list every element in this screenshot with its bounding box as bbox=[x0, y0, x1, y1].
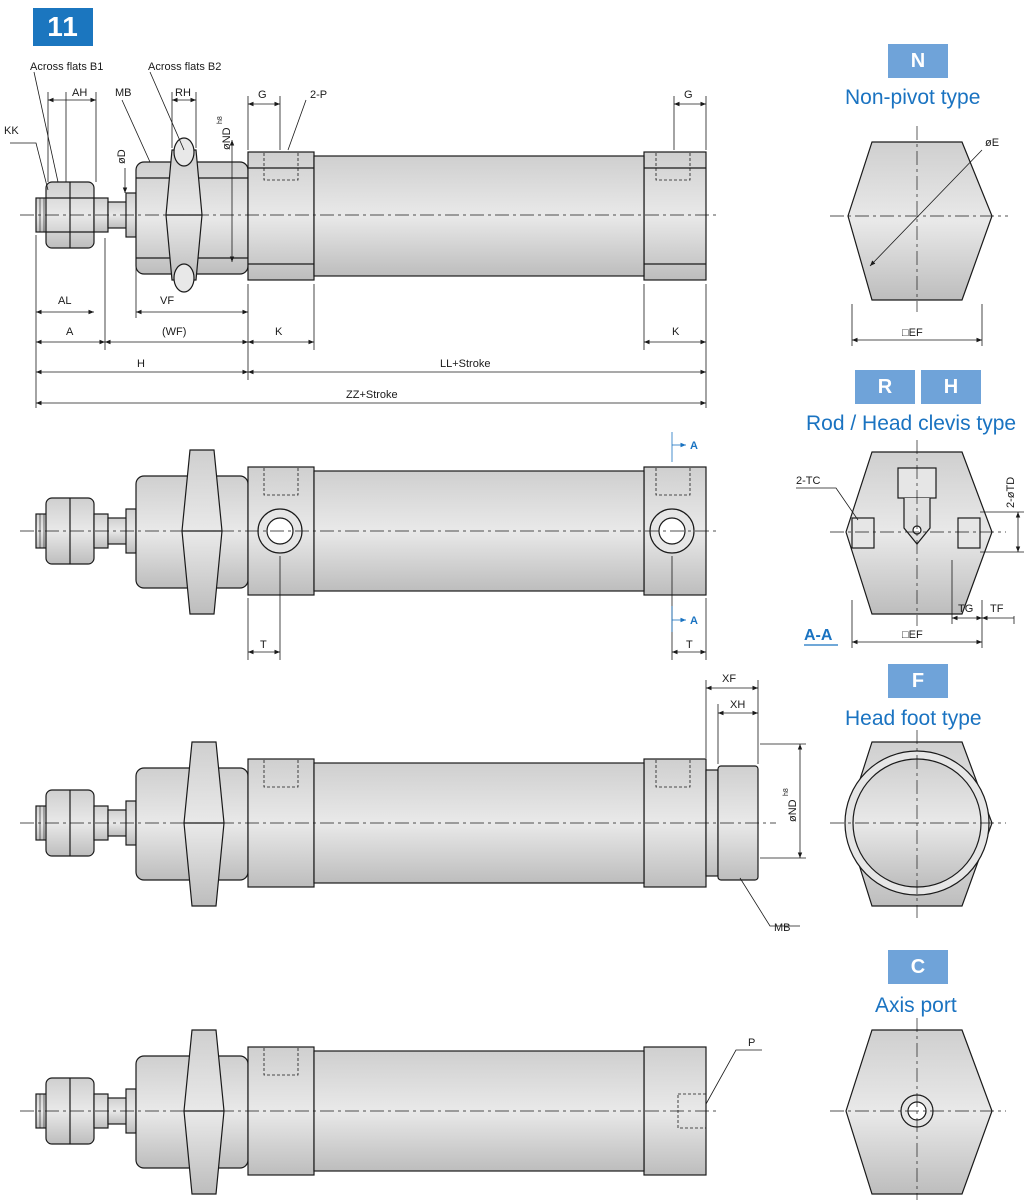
label-k-left: K bbox=[275, 326, 283, 338]
label-tg: TG bbox=[958, 603, 973, 615]
label-nd-foot-tolerance: h8 bbox=[783, 788, 790, 796]
label-across-flats-b1: Across flats B1 bbox=[30, 61, 103, 73]
label-zz-stroke: ZZ+Stroke bbox=[346, 389, 398, 401]
label-ah: AH bbox=[72, 87, 87, 99]
type-title-head-foot: Head foot type bbox=[845, 707, 982, 730]
label-g-right: G bbox=[684, 89, 693, 101]
page-number-badge: 11 bbox=[33, 8, 93, 46]
label-across-flats-b2: Across flats B2 bbox=[148, 61, 221, 73]
label-ef-n: □EF bbox=[902, 327, 923, 339]
label-2-td: 2-øTD bbox=[1005, 477, 1017, 508]
label-al: AL bbox=[58, 295, 71, 307]
dimensions-view-n bbox=[10, 71, 707, 408]
label-2-p: 2-P bbox=[310, 89, 327, 101]
type-badge-h: H bbox=[921, 370, 981, 404]
type-badge-r: R bbox=[855, 370, 915, 404]
type-badge-c: C bbox=[888, 950, 948, 984]
label-d: øD bbox=[116, 149, 128, 164]
label-xh: XH bbox=[730, 699, 745, 711]
type-title-clevis: Rod / Head clevis type bbox=[806, 412, 1017, 435]
label-rh: RH bbox=[175, 87, 191, 99]
type-title-axis-port: Axis port bbox=[875, 994, 957, 1017]
label-nd-tolerance: h8 bbox=[217, 116, 224, 124]
label-xf: XF bbox=[722, 673, 736, 685]
label-tf: TF bbox=[990, 603, 1004, 615]
type-title-non-pivot: Non-pivot type bbox=[845, 86, 981, 109]
end-view-head-foot bbox=[830, 730, 1006, 918]
label-mb: MB bbox=[115, 87, 132, 99]
label-section-a-top: A bbox=[690, 440, 698, 452]
label-t-right: T bbox=[686, 639, 693, 651]
dimensions-view-clevis bbox=[247, 432, 707, 660]
label-section-a-a: A-A bbox=[804, 627, 833, 644]
type-badge-f: F bbox=[888, 664, 948, 698]
label-nd: øND bbox=[221, 127, 233, 150]
label-kk: KK bbox=[4, 125, 19, 137]
cylinder-view-head-foot bbox=[20, 741, 776, 907]
label-t-left: T bbox=[260, 639, 267, 651]
cylinder-view-axis-port bbox=[20, 1029, 762, 1195]
label-k-right: K bbox=[672, 326, 680, 338]
label-p: P bbox=[748, 1037, 755, 1049]
cylinder-view-clevis bbox=[20, 449, 716, 615]
label-a: A bbox=[66, 326, 74, 338]
end-view-clevis bbox=[796, 440, 1024, 648]
dimensions-view-head-foot bbox=[705, 680, 806, 927]
cylinder-view-n bbox=[20, 137, 716, 293]
label-section-a-bottom: A bbox=[690, 615, 698, 627]
label-h: H bbox=[137, 358, 145, 370]
end-view-non-pivot bbox=[830, 126, 1008, 346]
label-g-left: G bbox=[258, 89, 267, 101]
label-2-tc: 2-TC bbox=[796, 475, 821, 487]
label-ll-stroke: LL+Stroke bbox=[440, 358, 490, 370]
label-ef-clevis: □EF bbox=[902, 629, 923, 641]
label-nd-foot: øND bbox=[787, 799, 799, 822]
label-mb-foot: MB bbox=[774, 922, 791, 934]
label-e: øE bbox=[985, 137, 999, 149]
label-vf: VF bbox=[160, 295, 174, 307]
end-view-axis-port bbox=[830, 1018, 1006, 1200]
label-wf: (WF) bbox=[162, 326, 186, 338]
type-badge-n: N bbox=[888, 44, 948, 78]
